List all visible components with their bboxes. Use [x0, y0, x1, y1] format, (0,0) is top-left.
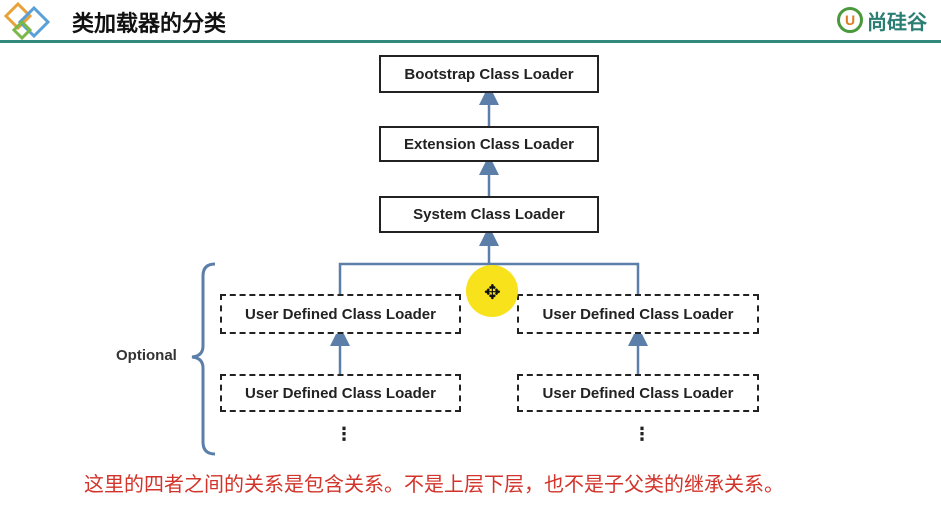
brand-logo-icon: U: [837, 7, 863, 33]
ellipsis-right: ⋮: [633, 424, 651, 444]
user-defined-loader-box: User Defined Class Loader: [517, 294, 759, 334]
user-defined-loader-box: User Defined Class Loader: [220, 294, 461, 334]
extension-class-loader-box: Extension Class Loader: [379, 126, 599, 162]
system-class-loader-box: System Class Loader: [379, 196, 599, 233]
header-divider: [0, 40, 941, 43]
optional-label: Optional: [116, 347, 177, 364]
explanation-note: 这里的四者之间的关系是包含关系。不是上层下层，也不是子父类的继承关系。: [84, 472, 784, 496]
user-defined-loader-box: User Defined Class Loader: [517, 374, 759, 412]
brand-name: 尚硅谷: [867, 9, 927, 34]
bootstrap-class-loader-box: Bootstrap Class Loader: [379, 55, 599, 93]
slide-header: 类加载器的分类 U 尚硅谷: [0, 0, 941, 40]
optional-brace: [191, 262, 216, 456]
ellipsis-left: ⋮: [335, 424, 353, 444]
move-cursor-icon: ✥: [484, 282, 501, 304]
user-defined-loader-box: User Defined Class Loader: [220, 374, 461, 412]
logo-diamond-icon: [4, 2, 51, 40]
cursor-highlight: [466, 265, 518, 317]
brand-logo: U 尚硅谷: [837, 6, 927, 34]
page-title: 类加载器的分类: [72, 12, 227, 37]
